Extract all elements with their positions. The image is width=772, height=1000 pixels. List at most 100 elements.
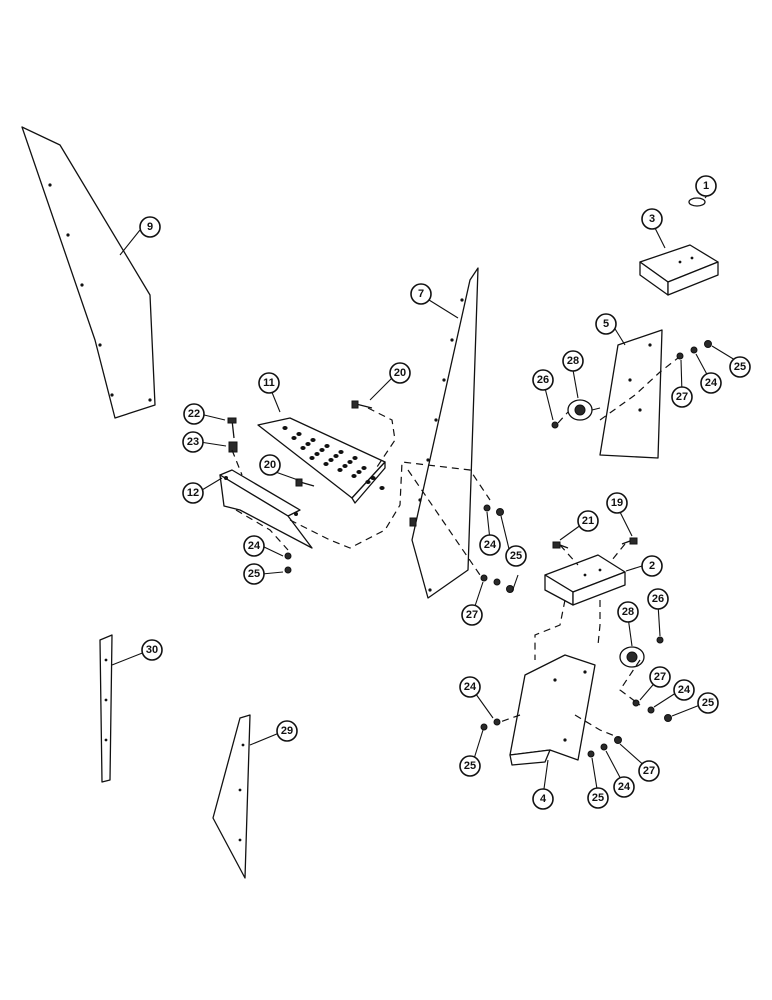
perforation-hole <box>333 454 339 458</box>
pad-part-3 <box>639 244 719 296</box>
callout-24-bottom: 24 <box>613 776 635 798</box>
perforation-hole <box>370 476 376 480</box>
perforation-hole <box>323 462 329 466</box>
callout-11: 11 <box>258 372 280 394</box>
perforation-hole <box>324 444 330 448</box>
callouts: 1 3 5 9 7 11 20 22 23 20 12 24 25 24 25 … <box>139 175 751 810</box>
perforation-hole <box>342 464 348 468</box>
svg-text:24: 24 <box>464 681 477 693</box>
callout-7: 7 <box>410 283 432 305</box>
svg-text:19: 19 <box>611 497 623 509</box>
hardware <box>227 340 712 758</box>
callout-25-center: 25 <box>505 545 527 567</box>
callout-27-bottom: 27 <box>638 760 660 782</box>
callout-25-lower-right: 25 <box>697 692 719 714</box>
callout-25-lower-left: 25 <box>459 755 481 777</box>
callout-24-lower-right: 24 <box>673 679 695 701</box>
pad-part-2 <box>544 554 626 606</box>
callout-12: 12 <box>182 482 204 504</box>
rubber-mount-part-28-lower <box>619 646 645 668</box>
callout-1: 1 <box>695 175 717 197</box>
callout-24-center: 24 <box>479 534 501 556</box>
perforation-hole <box>300 446 306 450</box>
perforation-hole <box>352 456 358 460</box>
callout-19: 19 <box>606 492 628 514</box>
panel-part-9 <box>21 126 156 419</box>
perforation-hole <box>328 458 334 462</box>
strip-part-29 <box>212 714 251 879</box>
callout-27-center: 27 <box>461 604 483 626</box>
callout-23: 23 <box>182 431 204 453</box>
bracket-part-12 <box>219 469 313 549</box>
svg-text:27: 27 <box>676 391 688 403</box>
perforation-hole <box>314 452 320 456</box>
svg-text:28: 28 <box>567 355 579 367</box>
svg-text:27: 27 <box>466 609 478 621</box>
svg-text:22: 22 <box>188 408 200 420</box>
mount-plate-part-4 <box>509 654 596 766</box>
strip-part-30 <box>99 634 113 783</box>
step-plate-part-11 <box>257 417 386 504</box>
perforation-hole <box>365 480 371 484</box>
svg-text:20: 20 <box>394 367 406 379</box>
callout-24-left: 24 <box>243 535 265 557</box>
callout-26-upper: 26 <box>532 369 554 391</box>
perforation-hole <box>282 426 288 430</box>
perforation-hole <box>356 470 362 474</box>
svg-text:20: 20 <box>264 459 276 471</box>
callout-29: 29 <box>276 720 298 742</box>
perforation-hole <box>310 438 316 442</box>
svg-text:30: 30 <box>146 644 158 656</box>
perforation-hole <box>296 432 302 436</box>
callout-24-upper: 24 <box>700 372 722 394</box>
callout-25-upper: 25 <box>729 356 751 378</box>
svg-text:23: 23 <box>187 436 199 448</box>
callout-26-lower: 26 <box>647 588 669 610</box>
callout-27-upper: 27 <box>671 386 693 408</box>
perforation-hole <box>351 474 357 478</box>
perforation-hole <box>361 466 367 470</box>
callout-2: 2 <box>641 555 663 577</box>
callout-25-bottom: 25 <box>587 787 609 809</box>
svg-text:24: 24 <box>705 377 718 389</box>
perforation-hole <box>338 450 344 454</box>
callout-5: 5 <box>595 313 617 335</box>
svg-text:25: 25 <box>510 550 522 562</box>
perforation-hole <box>305 442 311 446</box>
callout-28-upper: 28 <box>562 350 584 372</box>
svg-text:9: 9 <box>147 221 153 233</box>
svg-text:24: 24 <box>248 540 261 552</box>
rubber-mount-part-28-upper <box>567 399 601 421</box>
perforation-hole <box>347 460 353 464</box>
svg-text:21: 21 <box>582 515 594 527</box>
svg-text:25: 25 <box>702 697 714 709</box>
mount-plate-part-5 <box>599 329 663 459</box>
perforation-hole <box>309 456 315 460</box>
svg-text:11: 11 <box>263 377 275 389</box>
callout-22: 22 <box>183 403 205 425</box>
svg-text:25: 25 <box>734 361 746 373</box>
callout-3: 3 <box>641 208 663 230</box>
svg-text:26: 26 <box>652 593 664 605</box>
perforation-hole <box>319 448 325 452</box>
svg-text:29: 29 <box>281 725 293 737</box>
callout-21: 21 <box>577 510 599 532</box>
callout-27-lower-right: 27 <box>649 666 671 688</box>
svg-text:24: 24 <box>484 539 497 551</box>
svg-text:25: 25 <box>464 760 476 772</box>
callout-25-left: 25 <box>243 563 265 585</box>
perforation-hole <box>337 468 343 472</box>
svg-text:24: 24 <box>678 684 691 696</box>
panel-part-7 <box>409 267 479 599</box>
callout-20-upper: 20 <box>389 362 411 384</box>
svg-text:1: 1 <box>703 180 709 192</box>
callout-9: 9 <box>139 216 161 238</box>
callout-30: 30 <box>141 639 163 661</box>
svg-text:25: 25 <box>248 568 260 580</box>
svg-text:4: 4 <box>540 793 547 805</box>
svg-text:2: 2 <box>649 560 655 572</box>
svg-text:12: 12 <box>187 487 199 499</box>
callout-20-lower: 20 <box>259 454 281 476</box>
callout-4: 4 <box>532 788 554 810</box>
